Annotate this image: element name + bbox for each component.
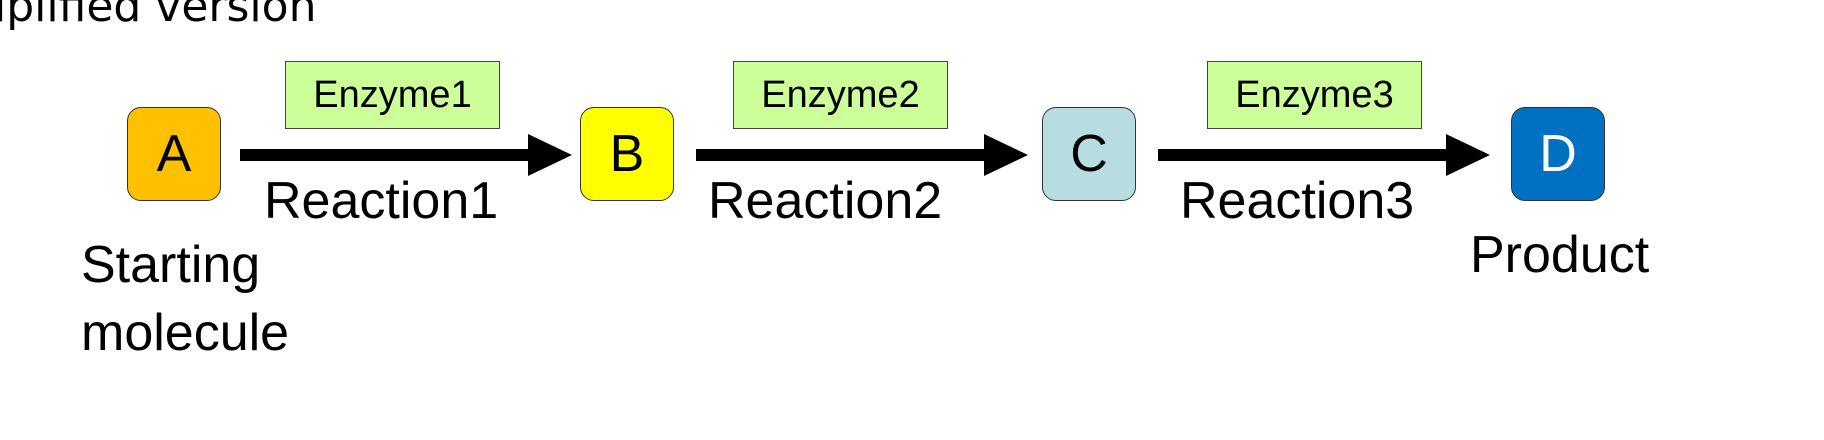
product-label: Product xyxy=(1470,226,1650,284)
enzyme-3-box: Enzyme3 xyxy=(1207,61,1422,129)
molecule-d-letter: D xyxy=(1539,125,1577,183)
starting-molecule-label-line2: molecule xyxy=(81,304,290,362)
enzyme-1-label: Enzyme1 xyxy=(313,74,472,116)
enzyme-2-label: Enzyme2 xyxy=(761,74,920,116)
reaction-3-arrow xyxy=(1158,134,1490,176)
reaction-1-arrow xyxy=(240,134,572,176)
enzyme-2-box: Enzyme2 xyxy=(733,61,948,129)
molecule-b-node: B xyxy=(580,107,674,201)
enzyme-1-box: Enzyme1 xyxy=(285,61,500,129)
molecule-a-letter: A xyxy=(156,125,192,183)
reaction-2-arrow xyxy=(696,134,1028,176)
reaction-2-label: Reaction2 xyxy=(708,172,943,230)
molecule-b-letter: B xyxy=(609,125,645,183)
molecule-c-node: C xyxy=(1042,107,1136,201)
reaction-1-label: Reaction1 xyxy=(264,172,499,230)
molecule-a-node: A xyxy=(127,107,221,201)
starting-molecule-label-line1: Starting xyxy=(81,236,261,294)
reaction-3-label: Reaction3 xyxy=(1180,172,1415,230)
slide-heading: iplified version xyxy=(0,0,317,32)
molecule-d-node: D xyxy=(1511,107,1605,201)
enzyme-3-label: Enzyme3 xyxy=(1235,74,1394,116)
molecule-c-letter: C xyxy=(1070,125,1108,183)
